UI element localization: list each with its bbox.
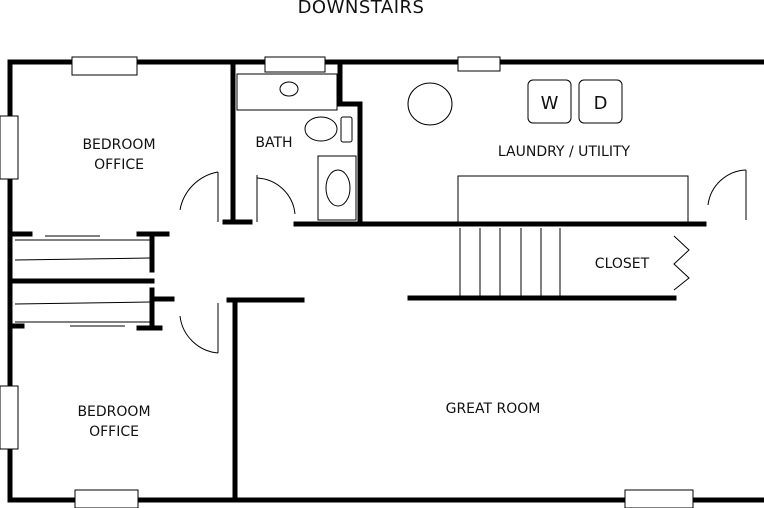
sink [279, 81, 299, 97]
room-label-bedroom-bottom-line1: BEDROOM [77, 404, 150, 420]
window-top-laundry [457, 56, 501, 72]
room-label-great-room: GREAT ROOM [446, 401, 541, 417]
dryer [578, 79, 623, 124]
laundry-appliances: W D [407, 79, 623, 126]
stairs [457, 175, 689, 296]
water-heater [407, 82, 453, 126]
room-labels: BEDROOM OFFICE BATH LAUNDRY / UTILITY CL… [77, 135, 649, 440]
window-left-bottom [0, 385, 19, 450]
window-top-bath [264, 56, 326, 73]
room-label-bedroom-top-line1: BEDROOM [82, 137, 155, 153]
shower-drain [325, 169, 351, 207]
washer [527, 79, 572, 124]
room-label-laundry: LAUNDRY / UTILITY [498, 144, 631, 160]
closet-sliding-doors [14, 235, 151, 327]
toilet-bowl [304, 116, 338, 142]
interior-walls [11, 59, 707, 503]
room-label-bath: BATH [255, 135, 292, 151]
plan-title: DOWNSTAIRS [298, 0, 425, 18]
toilet-tank [340, 116, 353, 143]
room-label-closet: CLOSET [595, 256, 650, 272]
window-bottom-right [624, 489, 694, 508]
doors [179, 169, 747, 354]
window-bottom-left [74, 489, 139, 508]
room-label-bedroom-top-line2: OFFICE [94, 157, 144, 173]
dryer-label: D [594, 93, 608, 114]
room-label-bedroom-bottom-line2: OFFICE [89, 424, 139, 440]
bath-fixtures [236, 73, 357, 221]
window-top-bedroom [71, 56, 138, 76]
washer-label: W [541, 93, 559, 114]
window-left-top [0, 115, 19, 180]
windows [0, 56, 694, 508]
